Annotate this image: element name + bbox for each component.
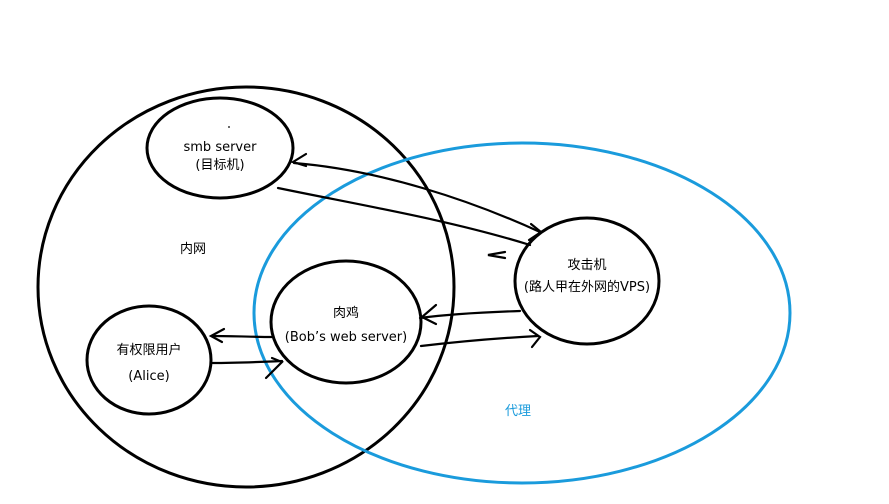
intranet-boundary	[36, 85, 456, 489]
smb-server-role: (目标机)	[195, 158, 245, 173]
broiler-name: 肉鸡	[332, 306, 359, 321]
intranet-label: 内网	[180, 242, 207, 257]
broiler-label: 肉鸡 (Bob’s web server)	[271, 306, 421, 346]
attacker-label: 攻击机 (路人甲在外网的VPS)	[517, 258, 657, 296]
attacker-role: (路人甲在外网的VPS)	[523, 280, 651, 295]
broiler-role: (Bob’s web server)	[284, 330, 408, 345]
smb-server-node	[145, 96, 295, 200]
smb-server-name: smb server	[183, 140, 257, 155]
proxy-boundary	[252, 141, 792, 485]
privileged-user-role: (Alice)	[128, 369, 170, 384]
attacker-name: 攻击机	[567, 258, 607, 273]
smb-server-label: smb server (目标机)	[170, 140, 270, 174]
privileged-user-node	[85, 304, 213, 416]
stray-dot	[228, 126, 230, 128]
proxy-label: 代理	[505, 404, 532, 419]
link-attacker-broiler	[418, 303, 542, 349]
broiler-node	[269, 259, 423, 385]
link-broiler-user	[208, 327, 284, 380]
link-attacker-smb	[276, 152, 543, 260]
attacker-node	[513, 216, 661, 346]
privileged-user-name: 有权限用户	[116, 343, 182, 358]
privileged-user-label: 有权限用户 (Alice)	[94, 343, 204, 385]
